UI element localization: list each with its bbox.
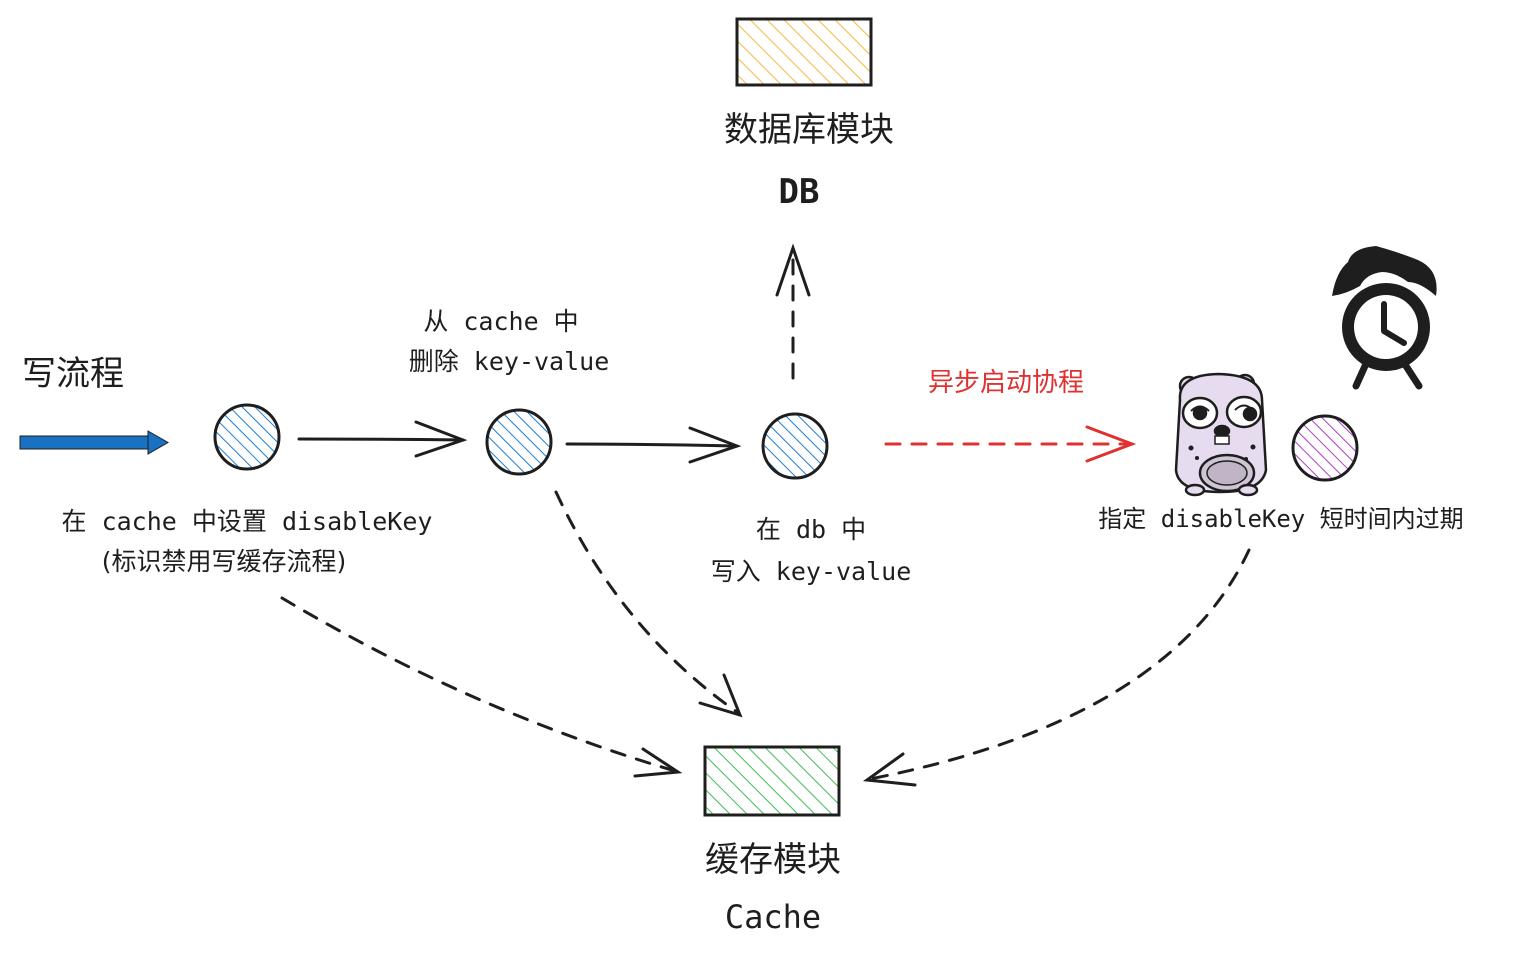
cache-module-subtitle: Cache	[724, 898, 822, 936]
arrow-write-to-db	[775, 243, 811, 380]
cache-module-title: 缓存模块	[705, 840, 841, 880]
alarm-clock-icon	[1332, 246, 1437, 390]
step-expire-node[interactable]	[1291, 414, 1359, 482]
step-write-db-label: 在 db 中	[755, 515, 867, 544]
step-expire-label: 指定 disableKey 短时间内过期	[1098, 505, 1464, 533]
step-set-disable-note: (标识禁用写缓存流程)	[101, 547, 347, 576]
step-write-db-label-2: 写入 key-value	[710, 557, 912, 586]
arrow-set-to-delete	[297, 420, 468, 458]
step-delete-cache-label-2: 删除 key-value	[408, 347, 610, 376]
arrow-set-to-cache	[280, 596, 683, 778]
async-label: 异步启动协程	[927, 368, 1084, 398]
step-set-disable-label: 在 cache 中设置 disableKey	[61, 507, 433, 536]
step-delete-cache-node[interactable]	[485, 408, 553, 476]
async-arrow	[884, 425, 1137, 463]
db-module-box[interactable]	[735, 17, 873, 87]
cache-module-box[interactable]	[703, 745, 841, 817]
arrow-expire-to-cache	[862, 548, 1251, 787]
step-write-db-node[interactable]	[761, 412, 829, 480]
arrow-delete-to-cache	[554, 490, 743, 718]
gopher-icon	[1174, 372, 1268, 497]
arrow-delete-to-write	[565, 426, 742, 464]
flow-title: 写流程	[22, 354, 124, 394]
flow-entry-arrow	[19, 430, 170, 455]
db-module-subtitle: DB	[778, 172, 820, 212]
db-module-title: 数据库模块	[724, 110, 894, 150]
step-delete-cache-label: 从 cache 中	[423, 307, 579, 336]
step-set-disable-node[interactable]	[213, 403, 281, 471]
